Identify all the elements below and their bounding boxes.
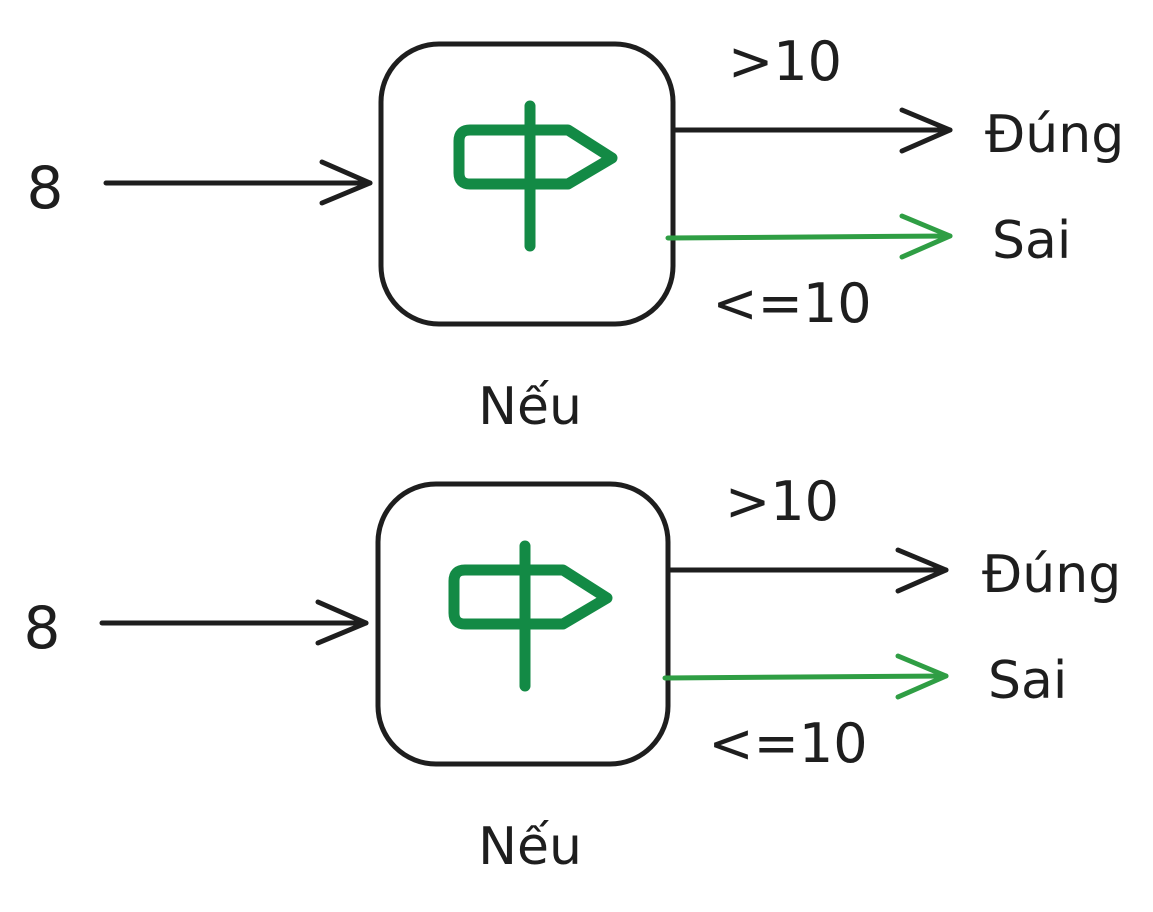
input-value: 8 bbox=[27, 154, 64, 222]
input-value: 8 bbox=[24, 594, 61, 662]
false-condition-label: <=10 bbox=[708, 712, 867, 775]
input-arrow bbox=[99, 599, 369, 646]
condition-flow-2: 8 Nếu >10 Đúng Sai <=10 bbox=[24, 470, 1122, 877]
false-result-label: Sai bbox=[988, 651, 1067, 711]
false-branch-arrow bbox=[665, 213, 953, 260]
true-branch-arrow bbox=[670, 107, 953, 154]
input-arrow bbox=[103, 159, 373, 206]
false-result-label: Sai bbox=[992, 211, 1071, 271]
signpost-icon bbox=[453, 100, 618, 252]
true-result-label: Đúng bbox=[985, 105, 1124, 165]
true-condition-label: >10 bbox=[728, 30, 842, 93]
signpost-icon bbox=[448, 540, 613, 692]
true-branch-arrow bbox=[665, 547, 949, 594]
node-label: Nếu bbox=[478, 377, 582, 437]
true-result-label: Đúng bbox=[982, 545, 1121, 605]
false-branch-arrow bbox=[662, 653, 949, 700]
false-condition-label: <=10 bbox=[712, 272, 871, 335]
condition-flow-1: 8 Nếu >10 Đúng Sai <=10 bbox=[27, 30, 1125, 437]
true-condition-label: >10 bbox=[725, 470, 839, 533]
node-label: Nếu bbox=[478, 817, 582, 877]
